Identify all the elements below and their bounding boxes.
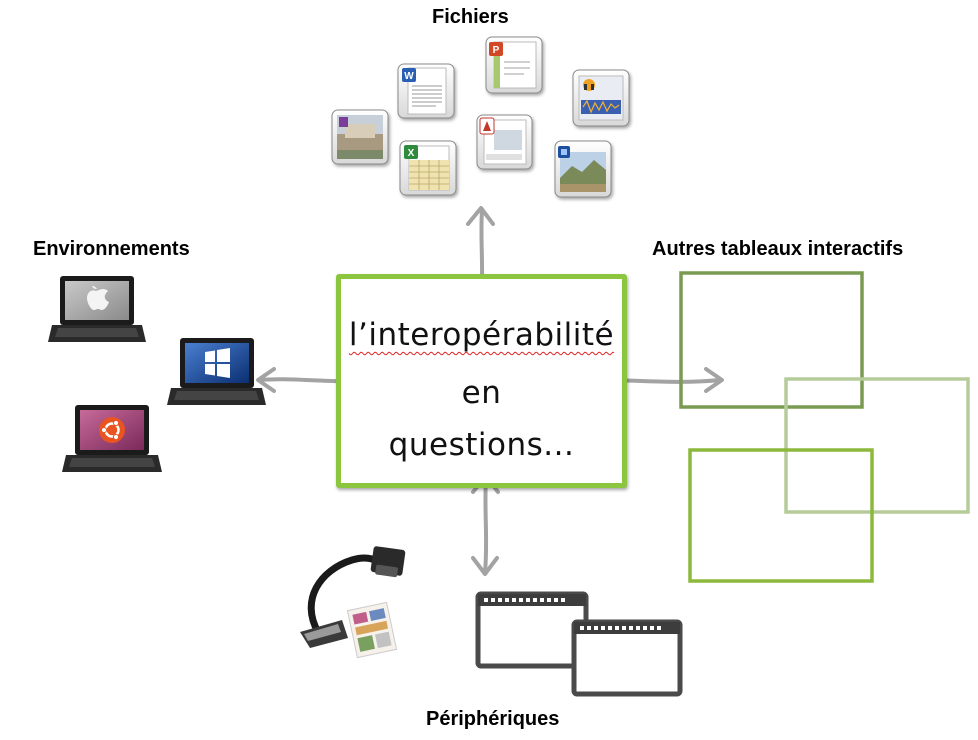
central-title-line3: questions... bbox=[388, 427, 575, 463]
svg-text:P: P bbox=[493, 45, 500, 56]
ubuntu-laptop-icon bbox=[62, 405, 162, 472]
svg-text:W: W bbox=[404, 71, 414, 82]
board-frame-right bbox=[784, 377, 970, 514]
powerpoint-presentation-icon: P bbox=[485, 36, 543, 94]
files-label: Fichiers bbox=[432, 6, 509, 28]
audio-file-icon bbox=[572, 69, 630, 127]
photo-file-icon bbox=[554, 140, 612, 198]
apple-laptop-icon bbox=[48, 276, 146, 342]
peripherals-label: Périphériques bbox=[426, 708, 560, 730]
software-window-back bbox=[475, 591, 589, 669]
document-camera-icon bbox=[300, 546, 406, 659]
software-window-front bbox=[571, 619, 683, 697]
image-file-icon bbox=[331, 109, 389, 165]
svg-text:X: X bbox=[408, 148, 415, 159]
environments-label: Environnements bbox=[33, 238, 190, 260]
central-title-line2: en bbox=[461, 375, 502, 411]
arrow-peripherals bbox=[471, 474, 500, 576]
other-boards-label: Autres tableaux interactifs bbox=[652, 238, 904, 260]
central-title-line1: l’interopérabilité bbox=[348, 317, 615, 353]
excel-spreadsheet-icon: X bbox=[399, 140, 457, 196]
pdf-document-icon bbox=[476, 114, 533, 170]
central-topic-box: l’interopérabilité en questions... bbox=[336, 274, 627, 488]
board-frame-bottom bbox=[688, 448, 874, 583]
word-document-icon: W bbox=[397, 63, 455, 119]
board-frame-top bbox=[679, 271, 864, 409]
windows-laptop-icon bbox=[167, 338, 266, 405]
